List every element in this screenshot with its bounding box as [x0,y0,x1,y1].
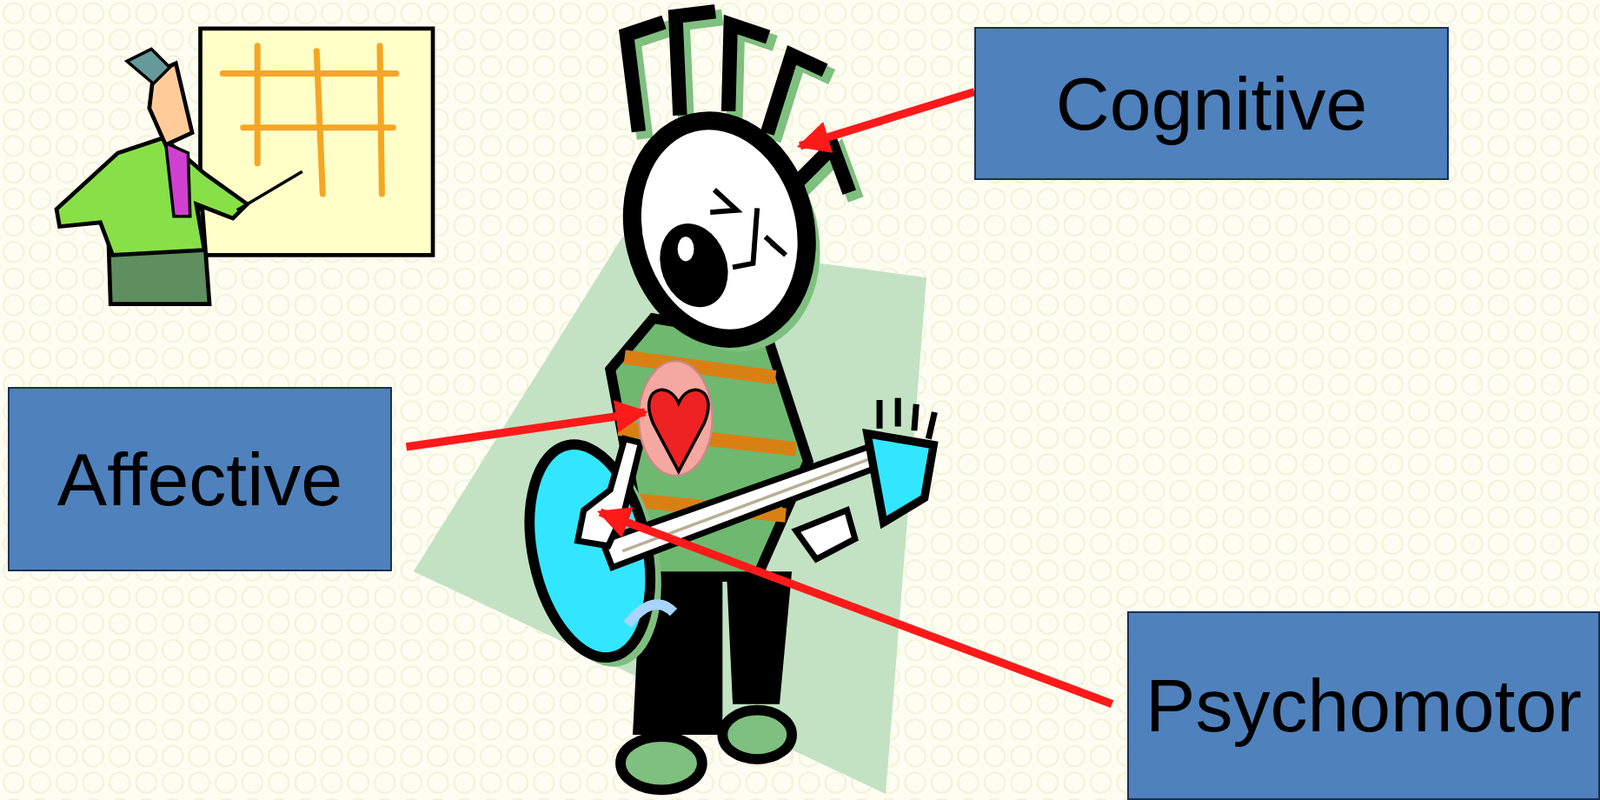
label-box: Affective [7,386,392,571]
guitar-shine [627,604,674,625]
strumming-arm [577,438,642,546]
fretting-hand [796,510,856,559]
right-foot [722,710,792,759]
guitarist-figure [511,12,936,790]
guitar-neck [602,440,895,568]
right-leg [726,570,792,704]
chalk-board [200,28,434,256]
mouth [648,213,739,317]
tuning-pegs [879,398,935,439]
label-box: Cognitive [974,26,1449,180]
heart [649,389,709,472]
leader-arrows [406,92,1113,704]
pointer [237,171,303,211]
guitar-head [867,433,934,523]
leader-arrow [800,92,976,147]
domain-label: Cognitive [1055,62,1368,146]
head [609,101,830,358]
board-grid [222,46,396,194]
domain-label: Psychomotor [1145,663,1582,747]
teacher-figure [56,28,433,305]
teacher-coat [56,137,247,255]
left-foot [620,736,703,790]
heart-glow [638,360,712,475]
domain-label: Affective [57,438,343,521]
leader-arrow [600,511,1113,704]
label-box: Psychomotor [1127,610,1600,800]
teacher-hair [126,48,170,84]
teacher-shirt [165,142,191,216]
tooth [677,236,695,261]
leader-arrow [406,411,646,447]
eyes [710,189,786,267]
